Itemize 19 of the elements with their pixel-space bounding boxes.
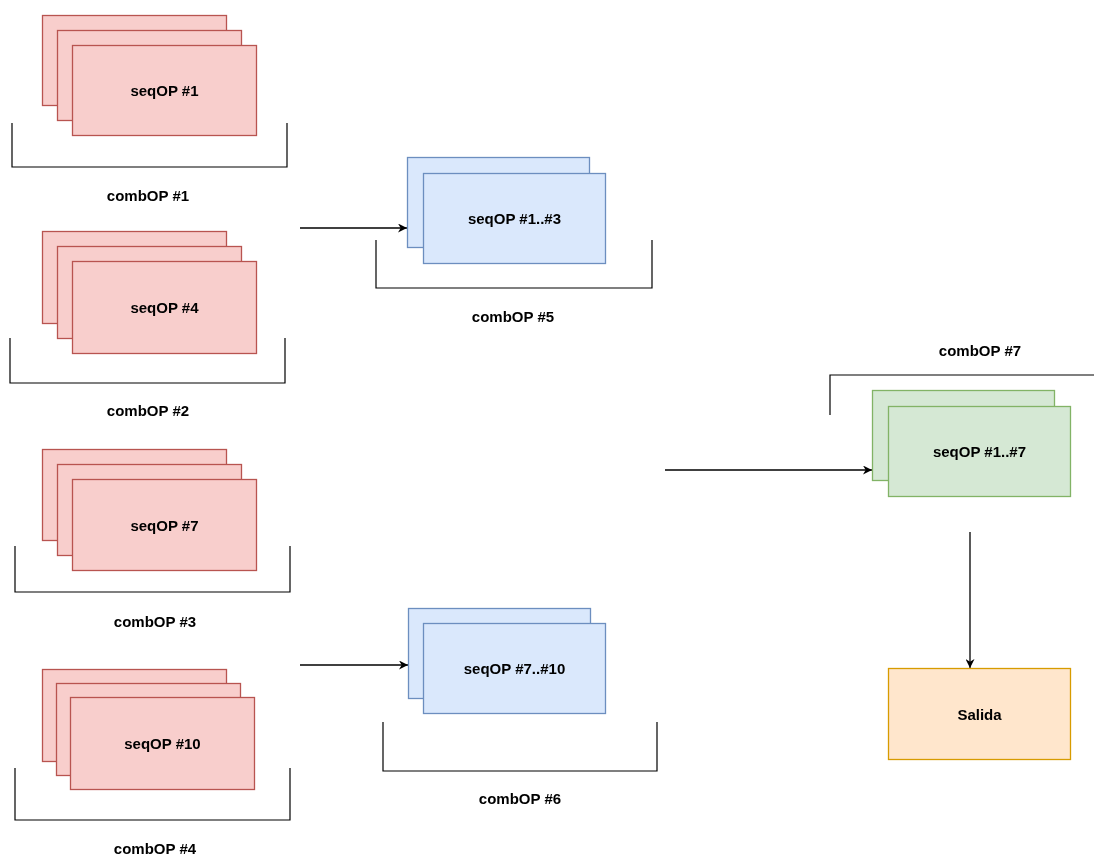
card-label: seqOP #7..#10: [463, 660, 566, 677]
arrow: [299, 223, 408, 233]
group-label: combOP #7: [938, 342, 1022, 359]
arrow: [664, 465, 873, 475]
card-label: seqOP #7: [130, 516, 199, 534]
group-label: combOP #3: [113, 613, 197, 630]
group-label: combOP #4: [113, 840, 197, 857]
group-label: combOP #2: [106, 402, 190, 419]
card-label: seqOP #4: [130, 299, 199, 316]
group-label: combOP #6: [478, 790, 562, 807]
card-label: seqOP #1..#3: [467, 210, 562, 227]
card-label: Salida: [957, 705, 1002, 723]
arrow: [965, 531, 975, 669]
card-label: seqOP #1..#7: [932, 443, 1027, 460]
arrow: [299, 660, 409, 670]
group-label: combOP #1: [106, 187, 190, 204]
card-label: seqOP #10: [124, 735, 201, 752]
group-label: combOP #5: [471, 308, 555, 325]
card-label: seqOP #1: [130, 82, 199, 99]
